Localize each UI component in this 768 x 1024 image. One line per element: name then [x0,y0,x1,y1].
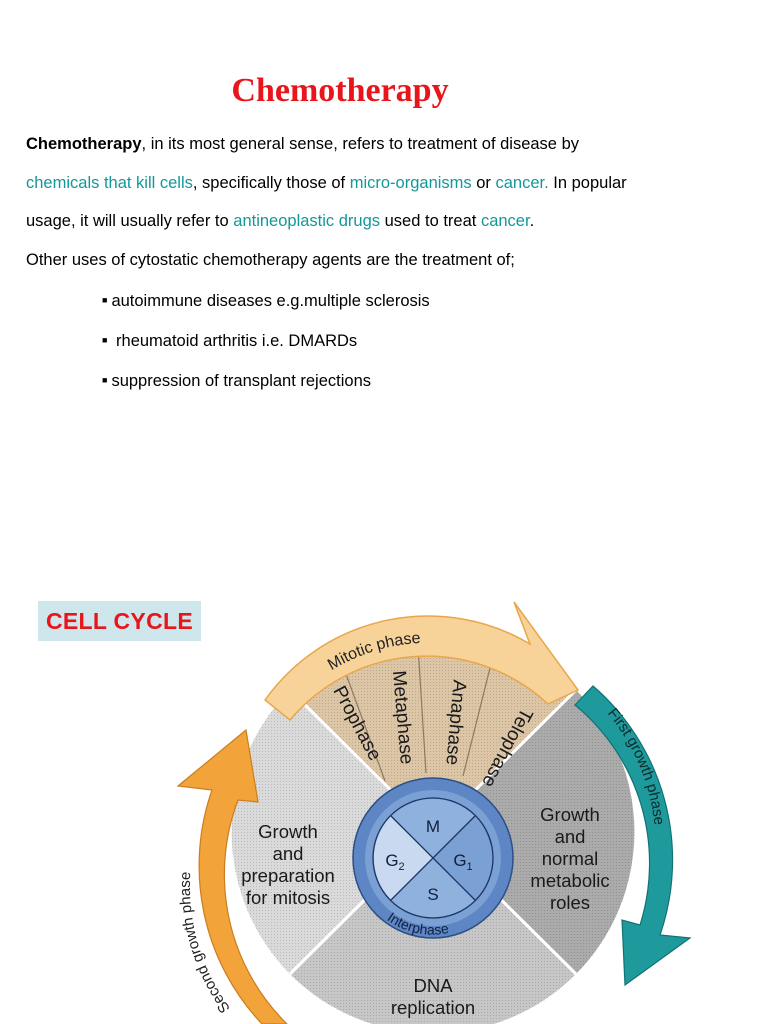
list-item-text: rheumatoid arthritis i.e. DMARDs [111,332,358,350]
svg-text:Growth: Growth [540,804,600,825]
intro-paragraph: Chemotherapy, in its most general sense,… [26,125,756,279]
svg-text:metabolic: metabolic [530,870,609,891]
intro-text-2: , specifically those of [192,173,350,192]
intro-text-5: usage, it will usually refer to [26,212,234,230]
list-item: ■ rheumatoid arthritis i.e. DMARDs [102,321,430,361]
growth-preparation-text: Growth and preparation for mitosis [241,821,335,908]
square-bullet-icon: ■ [102,295,108,305]
chemotherapy-term: Chemotherapy [26,135,142,153]
g2-phase-label: G2 [385,851,404,873]
intro-text-7: . [529,212,535,230]
svg-text:Growth: Growth [258,821,318,842]
svg-text:DNA: DNA [413,975,453,996]
intro-text-4: In popular [548,173,627,192]
link-chemicals-that-kill-cells[interactable]: chemicals that kill cells [26,173,193,192]
other-uses-text: Other uses of cytostatic chemotherapy ag… [26,250,515,269]
page-title: Chemotherapy [231,72,449,109]
wheel-sectors [231,630,635,1024]
list-item-text: suppression of transplant rejections [111,372,371,390]
cell-cycle-badge: CELL CYCLE [38,601,201,641]
dna-replication-text: DNA replication [391,975,475,1018]
square-bullet-icon: ■ [102,335,108,345]
center-cycle: Interphase M S G2 G1 [352,777,514,939]
svg-text:roles: roles [550,892,590,913]
list-item: ■autoimmune diseases e.g.multiple sclero… [102,281,430,321]
growth-normal-roles-text: Growth and normal metabolic roles [530,804,609,913]
intro-line-3: usage, it will usually refer to antineop… [26,202,756,241]
bullet-list: ■autoimmune diseases e.g.multiple sclero… [102,281,430,401]
intro-line-2: chemicals that kill cells, specifically … [26,164,756,203]
svg-text:preparation: preparation [241,865,335,886]
link-micro-organisms[interactable]: micro-organisms [349,173,472,192]
intro-text-6: used to treat [380,212,481,230]
intro-text-1: , in its most general sense, refers to t… [141,135,579,153]
svg-text:and: and [273,843,304,864]
link-cancer[interactable]: cancer. [495,173,549,192]
square-bullet-icon: ■ [102,375,108,385]
svg-text:for mitosis: for mitosis [246,887,330,908]
intro-line-1: Chemotherapy, in its most general sense,… [26,125,756,164]
g1-phase-label: G1 [453,851,472,873]
link-antineoplastic-drugs[interactable]: antineoplastic drugs [233,212,381,230]
m-phase-label: M [426,817,440,836]
link-cancer-2[interactable]: cancer [480,212,530,230]
svg-text:and: and [555,826,586,847]
list-item: ■suppression of transplant rejections [102,361,430,401]
s-phase-label: S [427,885,438,904]
svg-text:normal: normal [542,848,599,869]
svg-text:replication: replication [391,997,475,1018]
intro-text-3: or [471,173,496,192]
list-item-text: autoimmune diseases e.g.multiple scleros… [111,292,430,310]
